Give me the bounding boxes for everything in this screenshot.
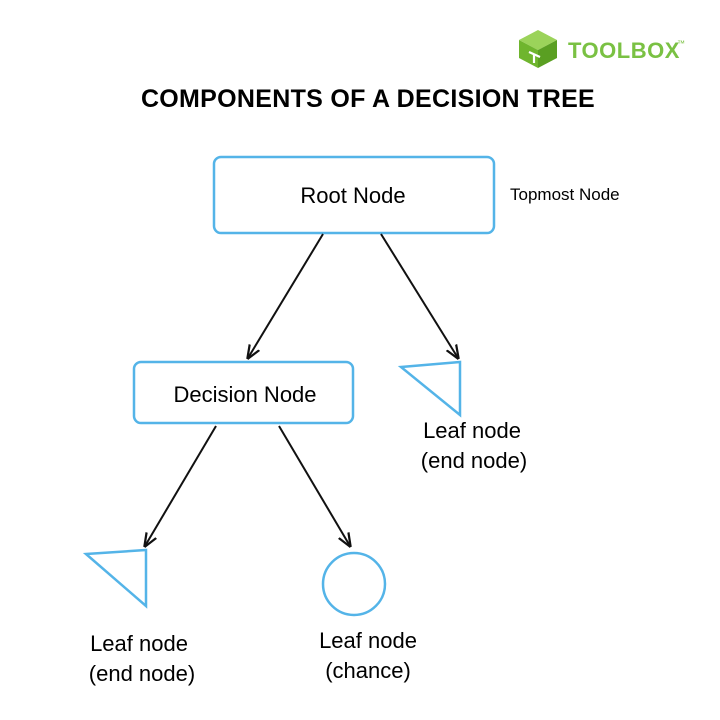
arrow-decision-to-chance [278,425,350,546]
toolbox-logo: TOOLBOX ™ [519,30,685,68]
root-node-annotation: Topmost Node [510,185,620,204]
brand-name: TOOLBOX [568,38,680,63]
root-node-label: Root Node [300,183,405,208]
leaf-chance-line2: (chance) [325,658,411,683]
leaf-right-line1: Leaf node [423,418,521,443]
leaf-left-line2: (end node) [89,661,195,686]
leaf-left-triangle-icon [82,548,148,609]
brand-trademark: ™ [677,39,685,48]
leaf-right-triangle-icon [397,360,462,418]
diagram-title: COMPONENTS OF A DECISION TREE [141,85,595,113]
leaf-left-line1: Leaf node [90,631,188,656]
decision-node-box [132,360,355,425]
leaf-chance-line1: Leaf node [319,628,417,653]
decision-node-label: Decision Node [173,382,316,407]
chance-node-circle-icon [321,551,387,617]
leaf-right-line2: (end node) [421,448,527,473]
arrow-decision-to-leaf [145,425,217,546]
root-node-box [212,155,496,235]
arrow-root-to-decision [248,233,324,358]
cube-icon [519,30,557,68]
arrow-root-to-leaf [380,233,458,358]
